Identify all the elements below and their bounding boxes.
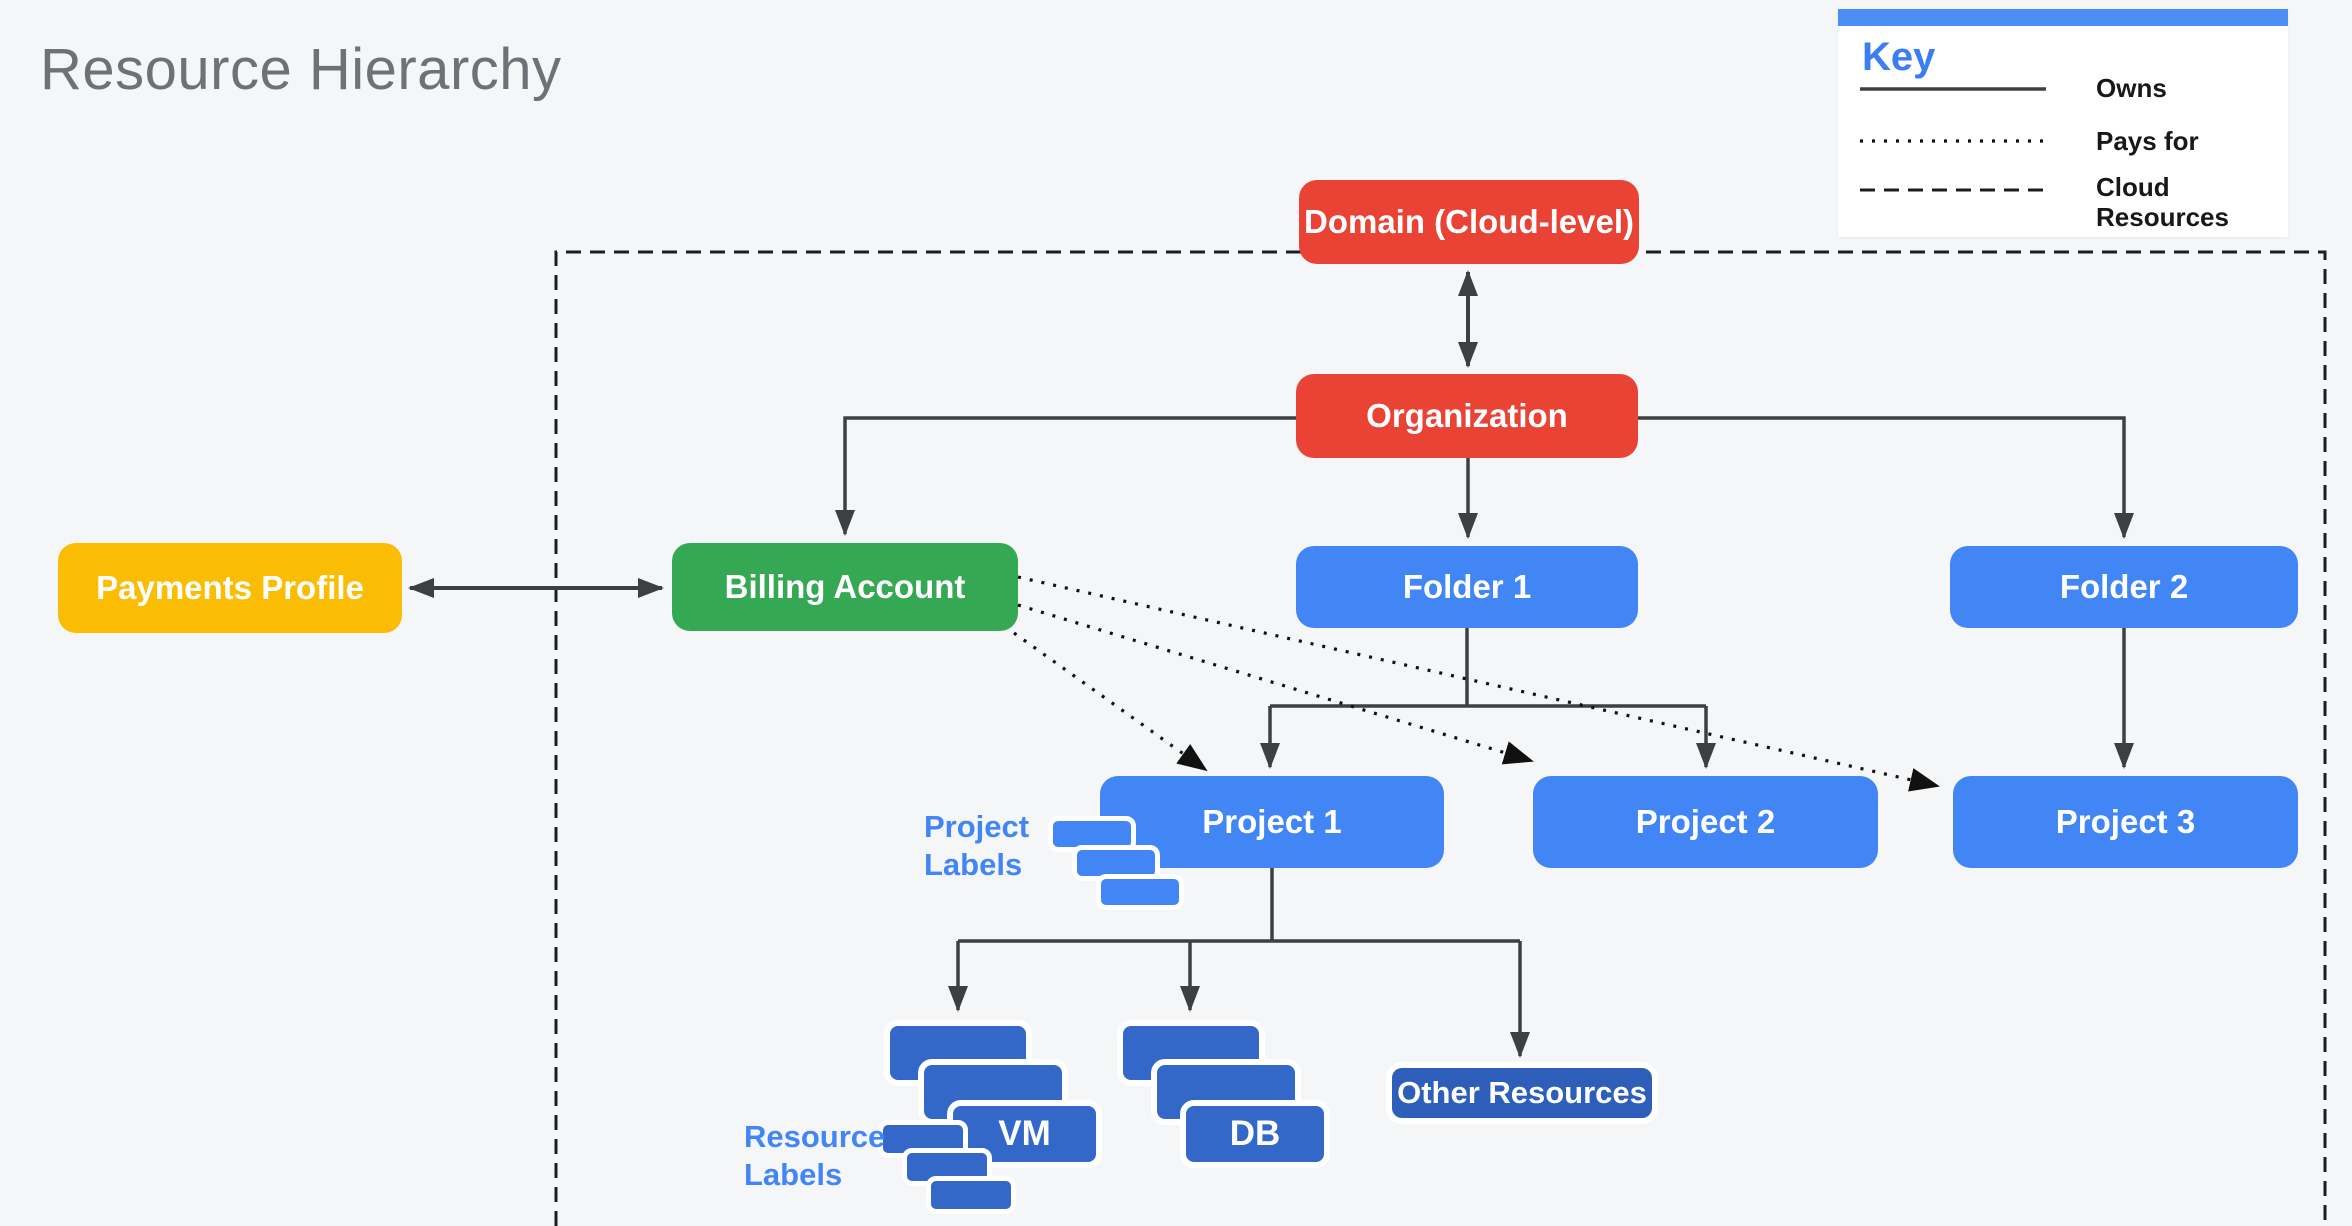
node-billing-account-label: Billing Account (724, 568, 966, 605)
legend-dashed-line-sample (1860, 188, 2046, 192)
pays-for-arrow-billing-project1 (1013, 631, 1208, 772)
pays-for-arrow-billing-project2 (1017, 603, 1534, 765)
node-other-resources: Other Resources (1386, 1062, 1658, 1124)
node-organization-label: Organization (1366, 397, 1568, 434)
node-other-resources-label: Other Resources (1397, 1075, 1647, 1110)
node-project-1-label: Project 1 (1202, 803, 1342, 840)
node-domain: Domain (Cloud-level) (1299, 180, 1639, 264)
node-vm-label: VM (998, 1114, 1051, 1153)
page-title: Resource Hierarchy (40, 37, 562, 102)
node-organization: Organization (1296, 374, 1638, 458)
node-folder-1: Folder 1 (1296, 546, 1638, 628)
node-payments-profile: Payments Profile (58, 543, 402, 633)
owns-connector-folder1-split (1270, 628, 1706, 708)
legend-solid-line-sample (1860, 87, 2046, 91)
legend-label-pays-for: Pays for (2096, 126, 2199, 156)
node-db: DB (1180, 1100, 1330, 1168)
resource-label-chip (926, 1176, 1016, 1214)
project-label-chip (1096, 874, 1184, 910)
node-project-2-label: Project 2 (1635, 803, 1776, 840)
legend-label-owns: Owns (2096, 73, 2167, 103)
legend-heading: Key (1862, 35, 1936, 79)
node-folder-2-label: Folder 2 (2059, 568, 2189, 605)
legend-panel: Key Owns Pays for Cloud Resources (1838, 9, 2288, 237)
owns-arrow-organization-billing (835, 416, 1296, 536)
node-folder-1-label: Folder 1 (1402, 568, 1532, 605)
node-folder-2: Folder 2 (1950, 546, 2298, 628)
node-project-3: Project 3 (1953, 776, 2298, 868)
legend-label-cloud-resources: Cloud Resources (2096, 172, 2229, 232)
legend-header-bar (1838, 9, 2288, 26)
node-billing-account: Billing Account (672, 543, 1018, 631)
node-db-label: DB (1229, 1114, 1281, 1153)
node-domain-label: Domain (Cloud-level) (1303, 203, 1635, 240)
resource-labels-annotation: Resource Labels (744, 1119, 886, 1192)
owns-arrow-organization-folder2 (1638, 416, 2134, 539)
project-labels-annotation: Project Labels (924, 809, 1030, 882)
node-payments-profile-label: Payments Profile (96, 569, 364, 606)
legend-dotted-line-sample (1860, 139, 2046, 143)
node-project-3-label: Project 3 (2055, 803, 2196, 840)
node-project-2: Project 2 (1533, 776, 1878, 868)
